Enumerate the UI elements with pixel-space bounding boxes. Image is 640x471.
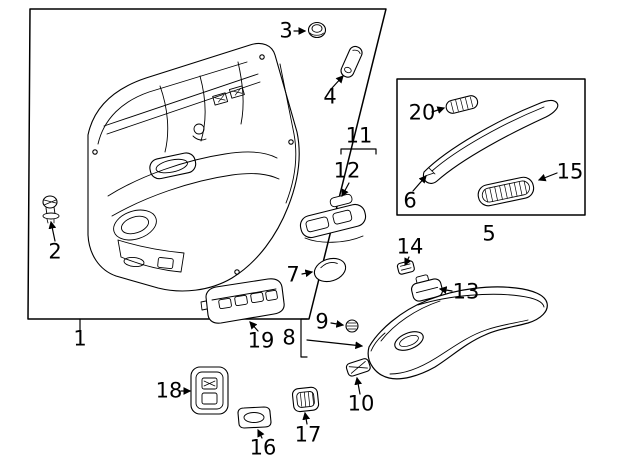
callout-13: 13 [452, 279, 480, 304]
decor-strip-part-6-art [422, 99, 559, 184]
switch-part-13-art [410, 274, 444, 302]
door-trim-panel-art [87, 42, 300, 292]
pull-handle-trim-art [367, 286, 548, 380]
callout-14: 14 [396, 234, 424, 259]
leader-lines [48, 27, 558, 439]
hook-part-4-art [340, 45, 363, 78]
callout-16: 16 [249, 435, 277, 460]
callout-8: 8 [282, 325, 296, 350]
callout-1: 1 [73, 326, 87, 351]
clip-part-2-art [42, 195, 60, 224]
callout-12: 12 [333, 158, 361, 183]
callout-18: 18 [155, 378, 183, 403]
callout-9: 9 [315, 309, 329, 334]
main-assembly-box [27, 8, 387, 320]
clip-part-10-art [345, 358, 371, 377]
switch-panel-part-19-art [200, 278, 285, 324]
lamp-part-16-art [237, 406, 272, 429]
vent-part-17-art [291, 386, 320, 413]
grille-part-15-art [477, 176, 535, 207]
callout-19: 19 [247, 328, 275, 353]
cap-part-7-art [313, 257, 347, 283]
cap-part-20-art [445, 95, 479, 114]
detail-box [396, 78, 586, 216]
callout-17: 17 [294, 422, 322, 447]
bezel-part-18-art [190, 366, 229, 415]
callout-7: 7 [286, 262, 300, 287]
grommet-part-3-art [307, 21, 327, 39]
callout-15: 15 [556, 159, 584, 184]
callout-5: 5 [482, 221, 496, 246]
plug-part-9-art [345, 319, 359, 333]
callout-20: 20 [408, 100, 436, 125]
armrest-part-11-12-art [299, 193, 367, 243]
callout-10: 10 [347, 391, 375, 416]
callout-4: 4 [323, 84, 337, 109]
callout-3: 3 [279, 18, 293, 43]
callout-6: 6 [403, 188, 417, 213]
callout-2: 2 [48, 239, 62, 264]
callout-11: 11 [345, 123, 373, 148]
